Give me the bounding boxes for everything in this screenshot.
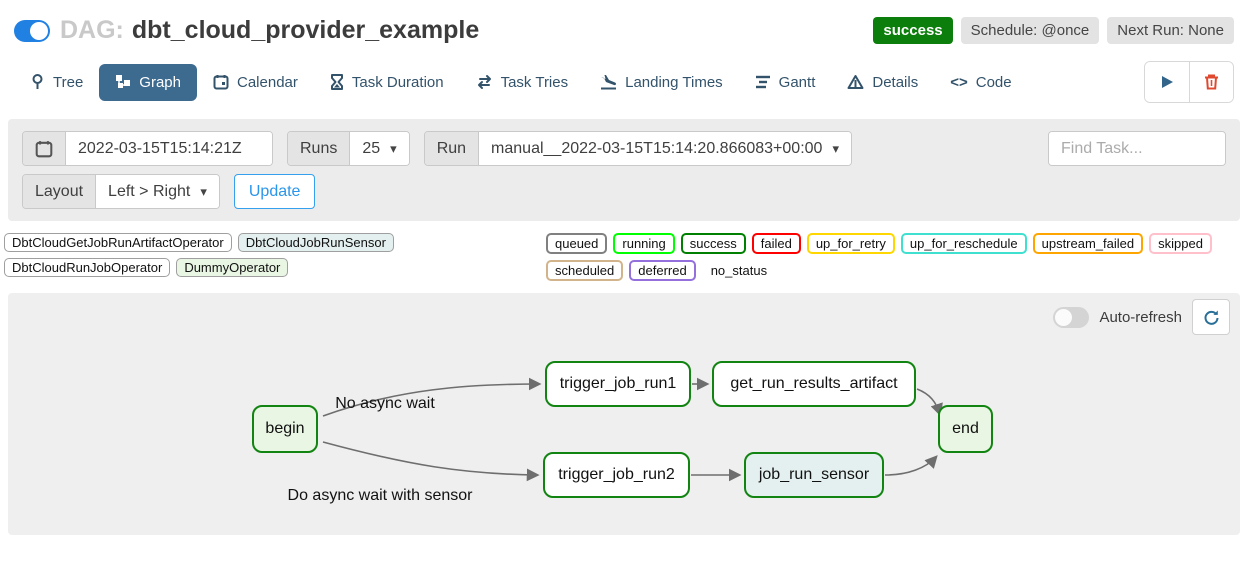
runs-group: Runs 25 ▾ bbox=[287, 131, 410, 166]
operator-badge: DummyOperator bbox=[176, 258, 289, 277]
chevron-down-icon: ▾ bbox=[390, 140, 397, 156]
tab-task-tries[interactable]: Task Tries bbox=[460, 64, 585, 101]
dag-edges bbox=[322, 377, 943, 482]
task-node-job-run-sensor[interactable]: job_run_sensor bbox=[744, 452, 884, 498]
status-badge-upstream-failed[interactable]: upstream_failed bbox=[1032, 233, 1144, 254]
calendar-icon bbox=[35, 140, 53, 157]
status-badge-no-status[interactable]: no_status bbox=[701, 260, 777, 281]
tab-label: Landing Times bbox=[625, 73, 723, 91]
update-button[interactable]: Update bbox=[233, 174, 316, 209]
dag-status-badge: success bbox=[873, 17, 953, 44]
tab-label: Gantt bbox=[778, 73, 816, 91]
runs-label: Runs bbox=[288, 132, 351, 165]
layout-group: Layout Left > Right ▾ bbox=[22, 174, 220, 209]
status-badge-success[interactable]: success bbox=[680, 233, 746, 254]
graph-icon bbox=[116, 75, 131, 88]
tab-label: Code bbox=[975, 73, 1012, 91]
run-group: Run manual__2022-03-15T15:14:20.866083+0… bbox=[423, 131, 852, 166]
calendar-icon bbox=[213, 75, 229, 90]
chevron-down-icon: ▾ bbox=[832, 140, 839, 156]
task-node-trigger-job-run1[interactable]: trigger_job_run1 bbox=[545, 361, 691, 407]
dag-action-buttons bbox=[1144, 61, 1234, 103]
base-date-input[interactable] bbox=[66, 132, 272, 165]
legend: DbtCloudGetJobRunArtifactOperator DbtClo… bbox=[0, 221, 1248, 289]
status-badge-scheduled[interactable]: scheduled bbox=[546, 260, 624, 281]
schedule-badge: Schedule: @once bbox=[960, 17, 1100, 44]
status-legend: queued running success failed up_for_ret… bbox=[546, 233, 1236, 281]
edge-label-do-async: Do async wait with sensor bbox=[287, 487, 473, 504]
status-badge-running[interactable]: running bbox=[613, 233, 675, 254]
layout-selected-value: Left > Right bbox=[108, 182, 191, 200]
tab-tree[interactable]: Tree bbox=[14, 64, 99, 101]
tab-calendar[interactable]: Calendar bbox=[197, 64, 314, 101]
gantt-bars-icon bbox=[755, 75, 770, 89]
status-badge-up-for-retry[interactable]: up_for_retry bbox=[806, 233, 895, 254]
chevron-down-icon: ▾ bbox=[200, 183, 207, 199]
dag-prefix-label: DAG: bbox=[60, 16, 124, 44]
trash-icon bbox=[1205, 74, 1218, 90]
find-task-input[interactable] bbox=[1049, 132, 1225, 165]
status-badge-skipped[interactable]: skipped bbox=[1149, 233, 1212, 254]
run-label: Run bbox=[424, 132, 480, 165]
tab-label: Task Duration bbox=[351, 73, 444, 91]
tab-code[interactable]: <> Code bbox=[934, 64, 1027, 101]
edge-label-no-async: No async wait bbox=[335, 395, 435, 412]
operator-badge: DbtCloudJobRunSensor bbox=[237, 233, 394, 252]
runs-select[interactable]: 25 ▾ bbox=[350, 132, 409, 165]
task-node-begin[interactable]: begin bbox=[252, 405, 318, 453]
tab-graph[interactable]: Graph bbox=[99, 63, 197, 101]
tab-details[interactable]: Details bbox=[831, 64, 934, 101]
tab-label: Details bbox=[872, 73, 919, 91]
status-badge-queued[interactable]: queued bbox=[546, 233, 608, 254]
dag-pause-toggle[interactable] bbox=[14, 19, 50, 42]
tree-pin-icon bbox=[32, 74, 43, 89]
details-triangle-icon bbox=[847, 75, 864, 89]
tab-gantt[interactable]: Gantt bbox=[739, 64, 832, 101]
tab-label: Tree bbox=[53, 73, 84, 91]
base-date-group bbox=[22, 131, 273, 166]
play-icon bbox=[1162, 76, 1173, 88]
hourglass-icon bbox=[330, 74, 343, 90]
auto-refresh-toggle[interactable] bbox=[1053, 306, 1090, 328]
run-selected-value: manual__2022-03-15T15:14:20.866083+00:00 bbox=[491, 139, 823, 157]
status-badge-failed[interactable]: failed bbox=[751, 233, 801, 254]
next-run-badge: Next Run: None bbox=[1107, 17, 1234, 44]
find-task-group bbox=[1048, 131, 1226, 166]
task-node-end[interactable]: end bbox=[938, 405, 993, 453]
layout-label: Layout bbox=[23, 175, 97, 208]
task-node-get-run-results-artifact[interactable]: get_run_results_artifact bbox=[712, 361, 916, 407]
task-node-trigger-job-run2[interactable]: trigger_job_run2 bbox=[543, 452, 690, 498]
tab-label: Graph bbox=[139, 73, 181, 91]
delete-dag-button[interactable] bbox=[1189, 62, 1233, 102]
graph-filter-panel: Runs 25 ▾ Run manual__2022-03-15T15:14:2… bbox=[8, 119, 1240, 221]
refresh-icon bbox=[1204, 310, 1218, 325]
operator-badge: DbtCloudRunJobOperator bbox=[4, 258, 171, 277]
tab-landing-times[interactable]: Landing Times bbox=[584, 64, 739, 101]
tab-label: Task Tries bbox=[500, 73, 569, 91]
layout-select[interactable]: Left > Right ▾ bbox=[96, 175, 219, 208]
status-badge-up-for-reschedule[interactable]: up_for_reschedule bbox=[900, 233, 1027, 254]
run-select[interactable]: manual__2022-03-15T15:14:20.866083+00:00… bbox=[479, 132, 851, 165]
auto-refresh-label: Auto-refresh bbox=[1099, 308, 1182, 326]
tab-label: Calendar bbox=[237, 73, 298, 91]
code-icon: <> bbox=[950, 73, 968, 91]
refresh-button[interactable] bbox=[1192, 299, 1230, 335]
view-tabbar: Tree Graph Calendar Task Duration Task T… bbox=[0, 51, 1248, 113]
trigger-dag-button[interactable] bbox=[1145, 62, 1189, 102]
dag-header: DAG: dbt_cloud_provider_example success … bbox=[0, 0, 1248, 51]
dag-graph-canvas[interactable]: Auto-refresh begin trigger_job_run1 get_… bbox=[8, 293, 1240, 535]
dag-title: dbt_cloud_provider_example bbox=[131, 16, 480, 44]
plane-landing-icon bbox=[601, 75, 617, 90]
operator-legend: DbtCloudGetJobRunArtifactOperator DbtClo… bbox=[4, 233, 546, 277]
runs-selected-value: 25 bbox=[362, 139, 381, 157]
tab-task-duration[interactable]: Task Duration bbox=[314, 64, 460, 101]
retry-arrows-icon bbox=[477, 75, 491, 89]
status-badge-deferred[interactable]: deferred bbox=[629, 260, 696, 281]
calendar-picker-button[interactable] bbox=[23, 132, 66, 165]
operator-badge: DbtCloudGetJobRunArtifactOperator bbox=[4, 233, 232, 252]
